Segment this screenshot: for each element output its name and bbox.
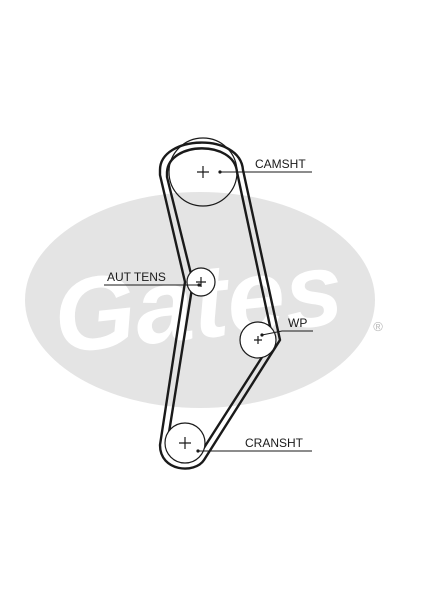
auto-tensioner-center-cross [196,277,206,287]
water-pump-callout: WP [260,316,313,337]
gates-watermark: Gates ® [25,192,383,408]
water-pump-leader-dot [260,333,264,337]
crankshaft-leader-dot [196,449,200,453]
water-pump-label: WP [288,316,307,330]
water-pump-leader-line [261,330,313,336]
water-pump-center-cross [254,336,262,344]
camshaft-label: CAMSHT [255,157,306,171]
auto-tensioner-callout: AUT TENS [104,270,201,287]
auto-tensioner-label: AUT TENS [107,270,166,284]
crankshaft-callout: CRANSHT [196,436,312,453]
camshaft-leader-dot [218,170,222,174]
water-pump-pulley [239,321,277,359]
crankshaft-pulley [164,422,206,464]
crankshaft-center-cross [179,437,191,449]
auto-tensioner-leader-dot [197,283,201,287]
camshaft-center-cross [197,166,209,178]
gates-oval-shape [25,192,375,408]
crankshaft-label: CRANSHT [245,436,304,450]
camshaft-callout: CAMSHT [218,157,312,174]
registered-mark: ® [373,319,383,334]
auto-tensioner-pulley [186,267,216,297]
